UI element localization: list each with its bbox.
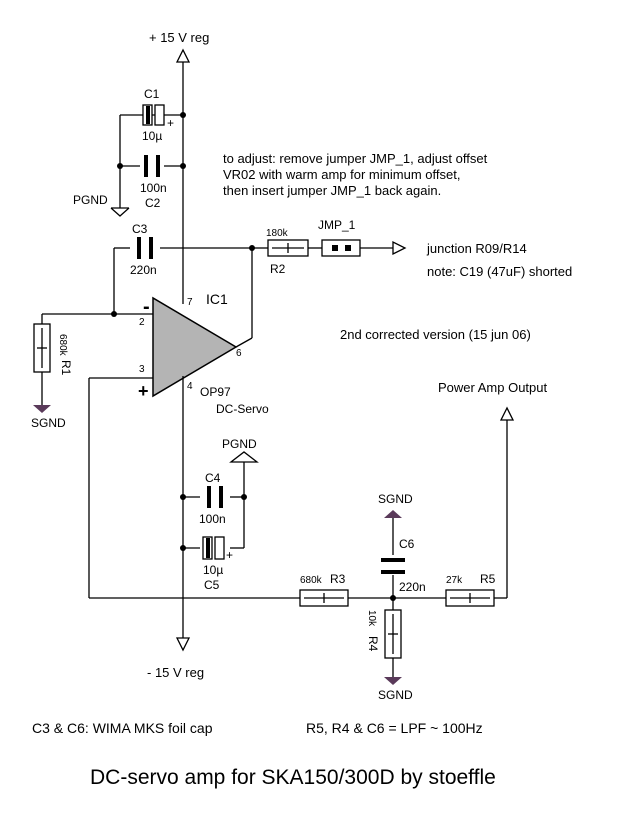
version-label: 2nd corrected version (15 jun 06) [340,327,531,342]
c2-value: 100n [140,181,167,195]
adjust-note-line-1: to adjust: remove jumper JMP_1, adjust o… [223,151,488,166]
capacitor-c3 [137,237,153,259]
pin2-label: 2 [139,317,145,328]
junction-arrow [392,240,407,256]
capacitor-c1 [142,104,165,126]
capacitor-c2 [140,155,164,177]
pos-supply-arrow [175,48,191,63]
resistor-r5 [445,589,495,607]
pin3-label: 3 [139,364,145,375]
adjust-note-line-3: then insert jumper JMP_1 back again. [223,183,441,198]
resistor-r3 [299,589,349,607]
power-amp-output-label: Power Amp Output [438,380,547,395]
r5-ref: R5 [480,572,496,586]
r1-ref: R1 [59,360,73,376]
pgnd-top-label: PGND [73,193,108,207]
sgnd-r4-label: SGND [378,688,413,702]
junction-dot-c2-left [117,163,123,169]
neg-supply-label: - 15 V reg [147,665,204,680]
c3-value: 220n [130,263,157,277]
pgnd-bottom-symbol [229,451,259,463]
c2-ref: C2 [145,196,161,210]
plus-input-sign: + [138,381,149,401]
ic1-role: DC-Servo [216,402,269,416]
sgnd-c6-symbol [384,510,402,518]
sgnd-c6-label: SGND [378,492,413,506]
capacitor-c4 [207,486,223,508]
junction-dot-c1 [180,112,186,118]
c3-ref: C3 [132,222,148,236]
junction-dot-c4 [180,494,186,500]
r2-ref: R2 [270,262,286,276]
jmp1-ref: JMP_1 [318,218,356,232]
r2-value: 180k [266,228,289,239]
junction-dot-c5 [180,545,186,551]
capacitor-c5 [202,536,225,560]
ic1-part: OP97 [200,385,231,399]
junction-label: junction R09/R14 [426,241,527,256]
c5-plus: + [226,548,233,562]
pgnd-bottom-label: PGND [222,437,257,451]
resistor-r4 [384,609,402,659]
r4-ref: R4 [366,636,380,652]
resistor-r1 [33,323,51,373]
neg-supply-arrow [175,637,191,652]
junction-dot-c4-right [241,494,247,500]
sgnd-r1-symbol [33,405,51,413]
capacitor-c6 [381,558,405,574]
opamp-out-wire [235,337,253,348]
adjust-note-line-2: VR02 with warm amp for minimum offset, [223,167,460,182]
caps-note: C3 & C6: WIMA MKS foil cap [32,720,213,736]
c6-ref: C6 [399,537,415,551]
junction-dot-c2 [180,163,186,169]
pos-supply-label: + 15 V reg [149,30,209,45]
resistor-r2 [267,239,309,257]
r3-value: 680k [300,575,323,586]
note-c19: note: C19 (47uF) shorted [427,264,572,279]
sgnd-r4-symbol [384,677,402,685]
c1-plus: + [167,116,174,130]
pgnd-top-symbol [110,207,130,217]
opamp-ic1 [152,296,238,398]
minus-input-sign: - [143,296,150,318]
c5-ref: C5 [204,578,220,592]
r3-ref: R3 [330,572,346,586]
power-amp-output-arrow [499,406,515,421]
jumper-jmp1 [321,239,361,257]
r1-value: 680k [57,334,68,357]
c4-value: 100n [199,512,226,526]
c5-value: 10µ [203,563,223,577]
lpf-note: R5, R4 & C6 = LPF ~ 100Hz [306,720,483,736]
c4-ref: C4 [205,471,221,485]
pin6-label: 6 [236,348,242,359]
junction-dot-inv [111,311,117,317]
c6-value: 220n [399,580,426,594]
r4-value: 10k [366,610,377,627]
r5-value: 27k [446,575,463,586]
ic1-ref: IC1 [206,291,228,307]
pin4-label: 4 [187,381,193,392]
diagram-title: DC-servo amp for SKA150/300D by stoeffle [90,766,496,789]
pin7-label: 7 [187,297,193,308]
c1-ref: C1 [144,87,160,101]
c1-value: 10µ [142,129,162,143]
sgnd-r1-label: SGND [31,416,66,430]
